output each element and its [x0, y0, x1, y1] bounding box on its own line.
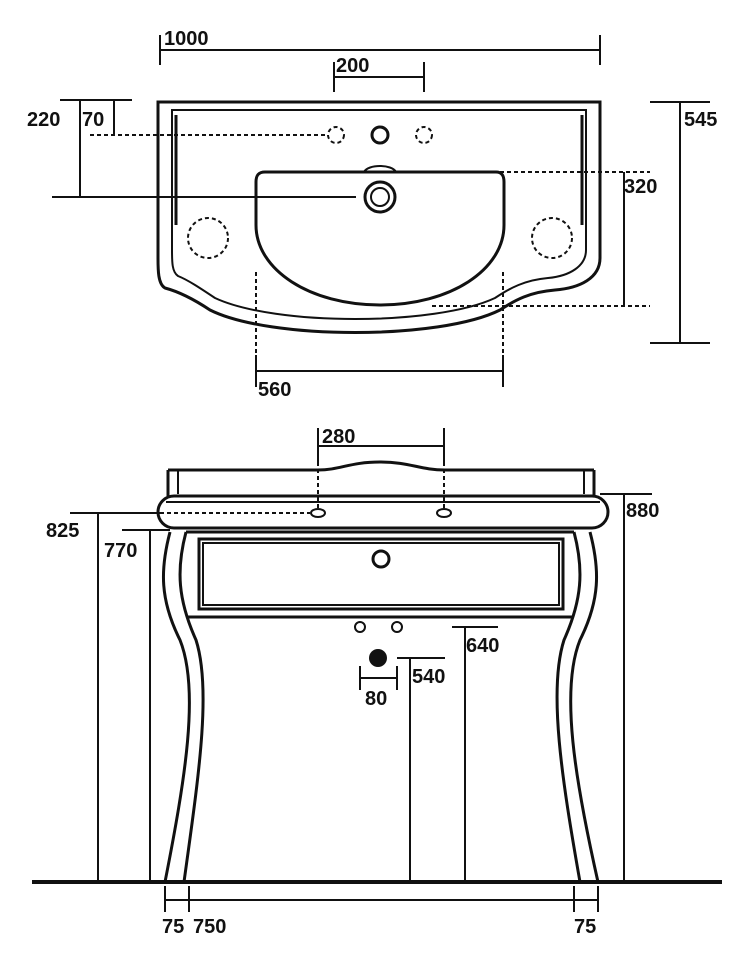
console-front-view: [32, 460, 722, 884]
basin-rim-profile: [168, 460, 594, 472]
basin-top-view: [156, 100, 602, 334]
leg-right-inner: [555, 531, 582, 883]
water-supply-right: [391, 621, 403, 633]
dim-leg-span-label: 750: [193, 916, 226, 938]
tap-hole-left: [327, 126, 345, 144]
drawer-inner: [202, 542, 560, 606]
front-view-dimensions: 280 880 825 770 640 540 80 75 750: [46, 426, 659, 938]
dim-width-label: 1000: [164, 28, 209, 50]
dim-frame-height-label: 770: [104, 540, 137, 562]
fixing-hole-left: [310, 508, 326, 518]
basin-bowl: [254, 170, 506, 307]
tap-hole-center: [370, 125, 390, 145]
water-supply-left: [354, 621, 366, 633]
tap-hole-right: [415, 126, 433, 144]
dim-total-depth-label: 545: [684, 109, 717, 131]
waste-outlet-outer: [363, 180, 397, 214]
dim-depth-to-taps-label: 70: [82, 109, 104, 131]
dim-fixing-holes-label: 280: [322, 426, 355, 448]
fixing-hole-right: [436, 508, 452, 518]
dim-fixing-height-label: 825: [46, 520, 79, 542]
dim-tap-holes-label: 200: [336, 55, 369, 77]
leg-left: [162, 531, 191, 883]
waste-outlet-inner: [370, 187, 390, 207]
dim-trap-height-label: 640: [466, 635, 499, 657]
basin-outline: [156, 100, 602, 334]
dim-rim-height-label: 880: [626, 500, 659, 522]
overflow-slot: [363, 165, 397, 173]
waste-drain: [369, 649, 387, 667]
dim-depth-to-waste-label: 220: [27, 109, 60, 131]
dim-leg-right-label: 75: [574, 916, 596, 938]
drawer-knob: [371, 549, 391, 569]
dim-drain-height-label: 540: [412, 666, 445, 688]
dim-drain-centres-label: 80: [365, 688, 387, 710]
dim-bowl-depth-label: 320: [624, 176, 657, 198]
recess-right: [531, 217, 573, 259]
basin-inner-rim: [171, 109, 587, 320]
drawer-outer: [197, 537, 565, 611]
recess-left: [187, 217, 229, 259]
top-view-dimensions: 1000 200 220 70 545 320 560: [27, 28, 717, 401]
leg-left-inner: [178, 531, 205, 883]
leg-right: [569, 531, 600, 883]
dim-bowl-width-label: 560: [258, 379, 291, 401]
dim-leg-left-label: 75: [162, 916, 184, 938]
